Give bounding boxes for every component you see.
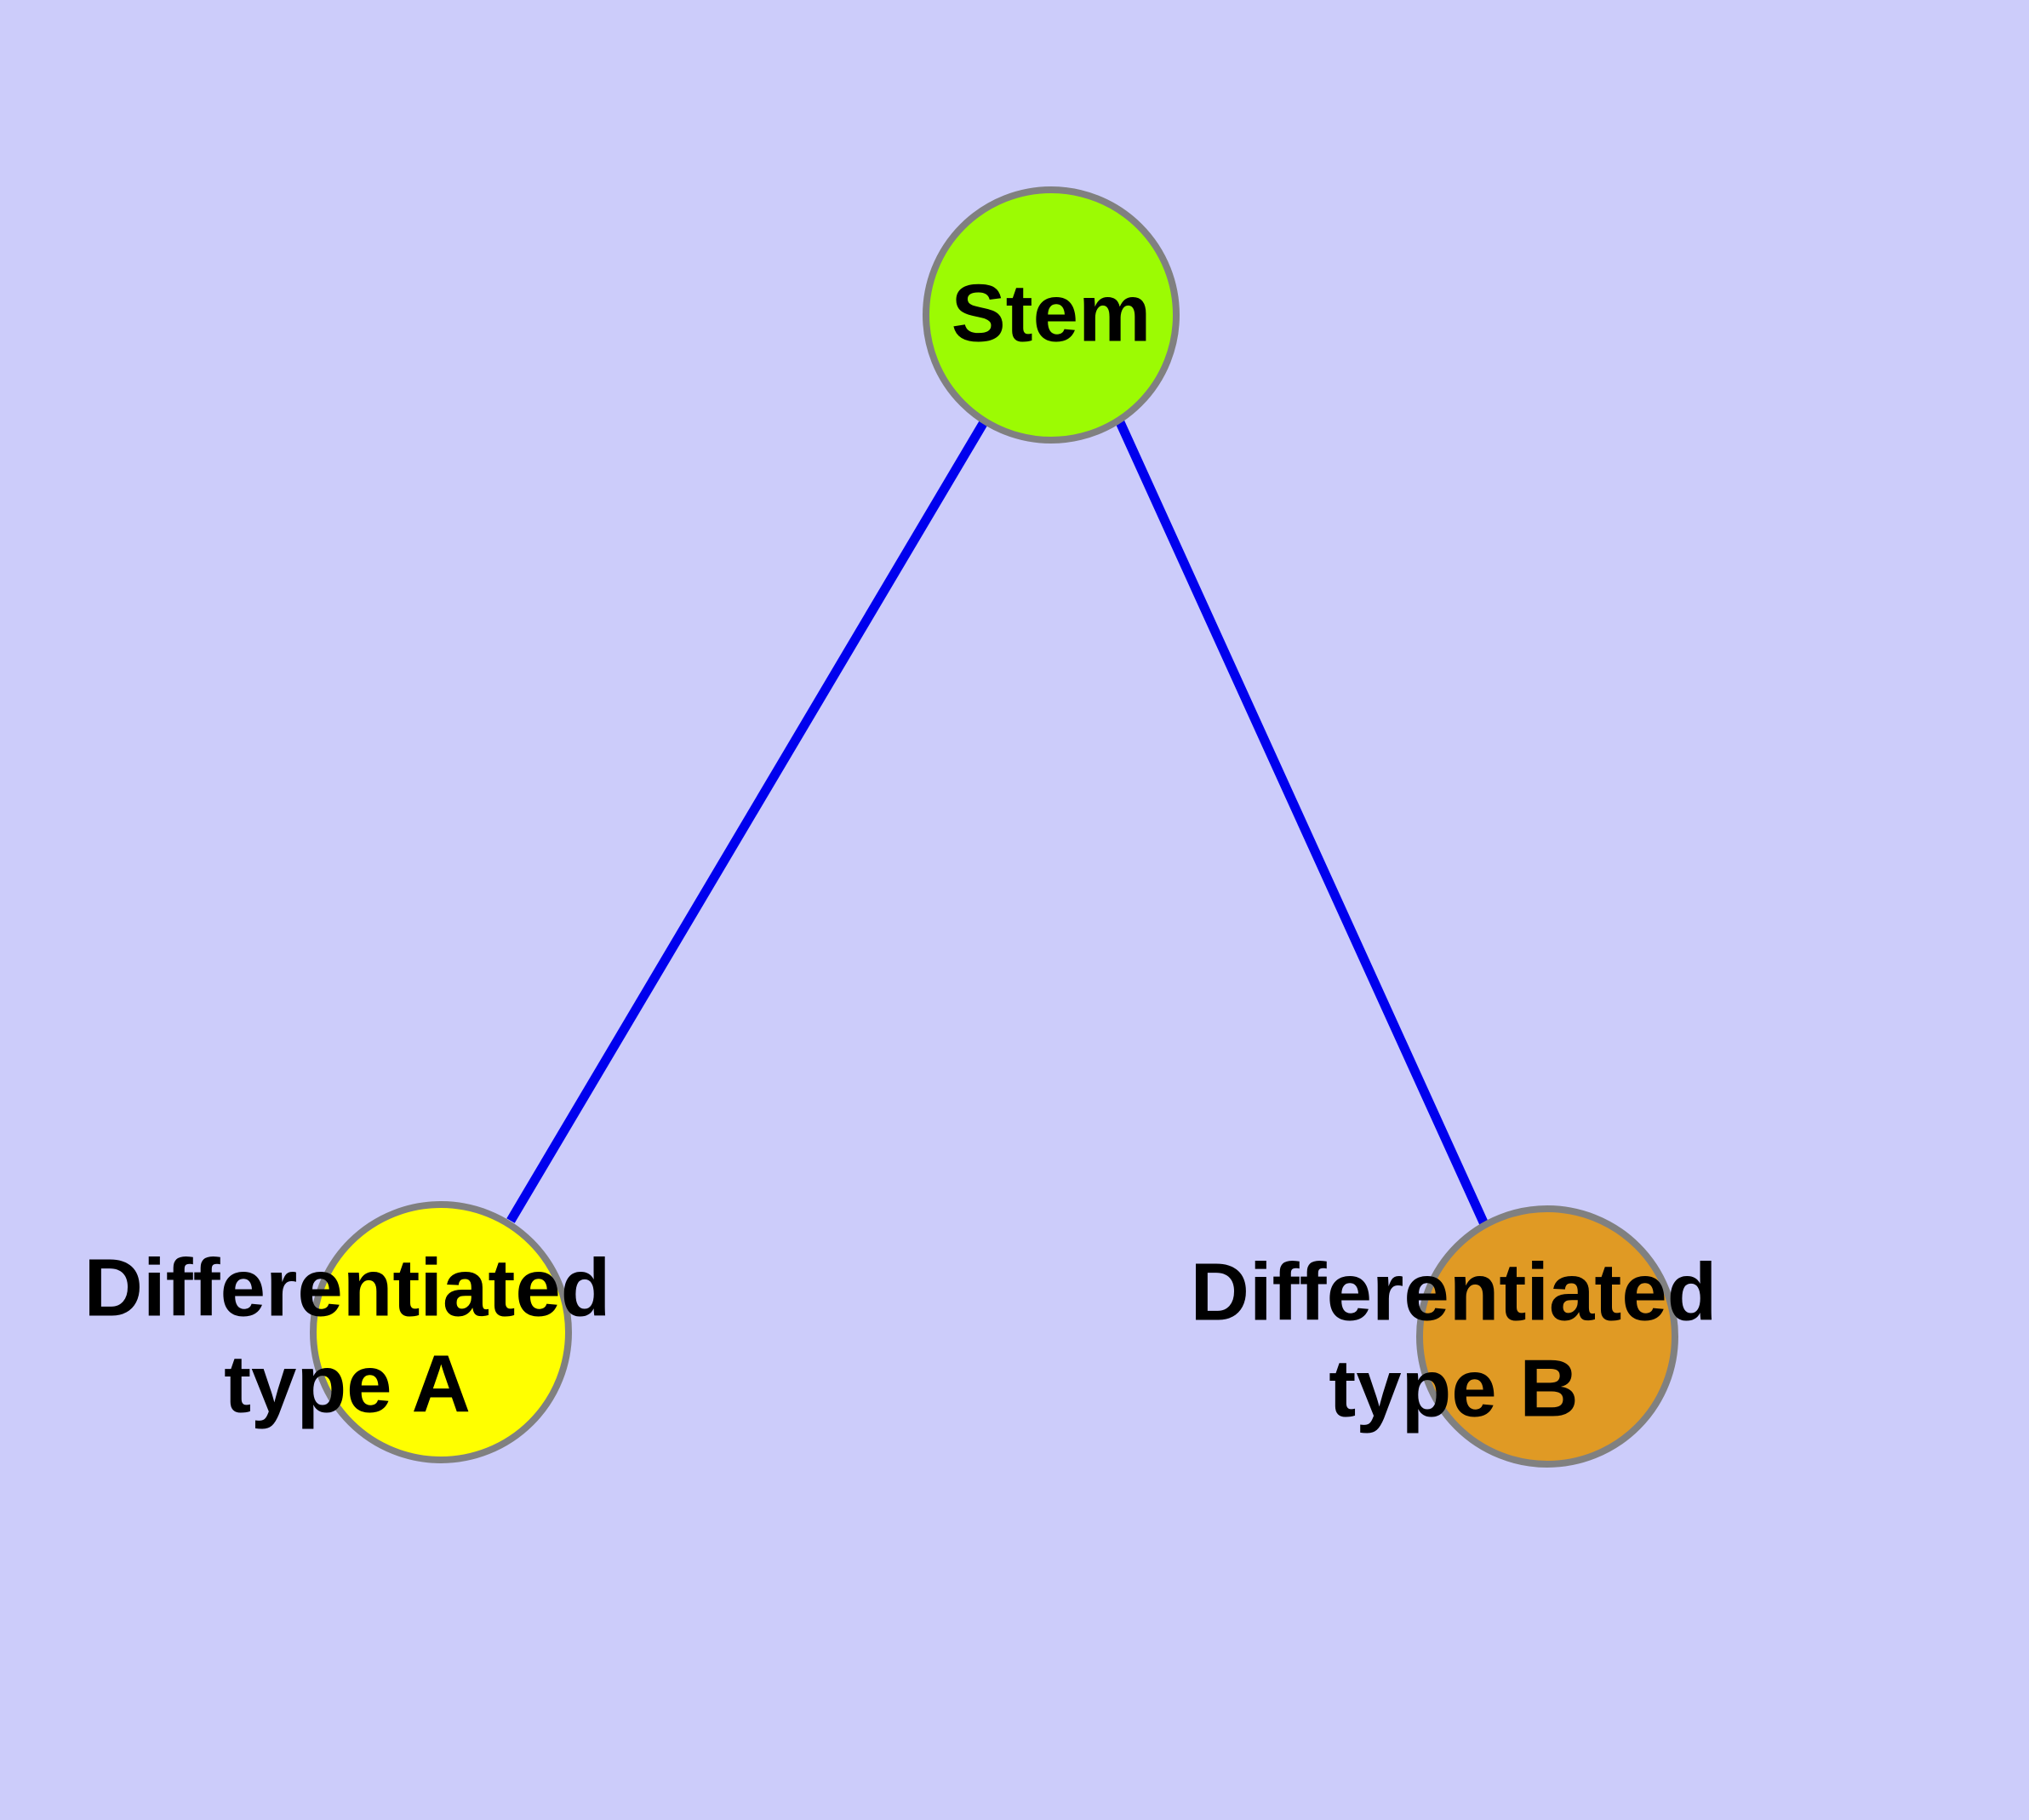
node-differentiated-type-a-label-line1: Differentiated xyxy=(84,1242,611,1333)
node-differentiated-type-a[interactable]: Differentiated type A xyxy=(84,1201,611,1463)
node-differentiated-type-b[interactable]: Differentiated type B xyxy=(1191,1205,1718,1468)
edge-stem-to-differentiated-type-a[interactable] xyxy=(506,420,988,1223)
node-differentiated-type-b-label-line1: Differentiated xyxy=(1191,1246,1718,1337)
node-differentiated-type-b-circle[interactable] xyxy=(1416,1205,1678,1468)
node-differentiated-type-b-label-line2: type B xyxy=(1329,1342,1578,1434)
node-stem[interactable]: Stem xyxy=(923,186,1180,444)
node-stem-circle[interactable] xyxy=(923,186,1180,444)
edge-stem-to-differentiated-type-b[interactable] xyxy=(1115,420,1489,1227)
node-differentiated-type-a-circle[interactable] xyxy=(310,1201,572,1463)
node-layer: Stem Differentiated type A Differentiate… xyxy=(84,186,1718,1468)
edge-layer xyxy=(506,420,1489,1227)
node-stem-label: Stem xyxy=(952,267,1152,358)
node-differentiated-type-a-label-line2: type A xyxy=(224,1338,471,1429)
